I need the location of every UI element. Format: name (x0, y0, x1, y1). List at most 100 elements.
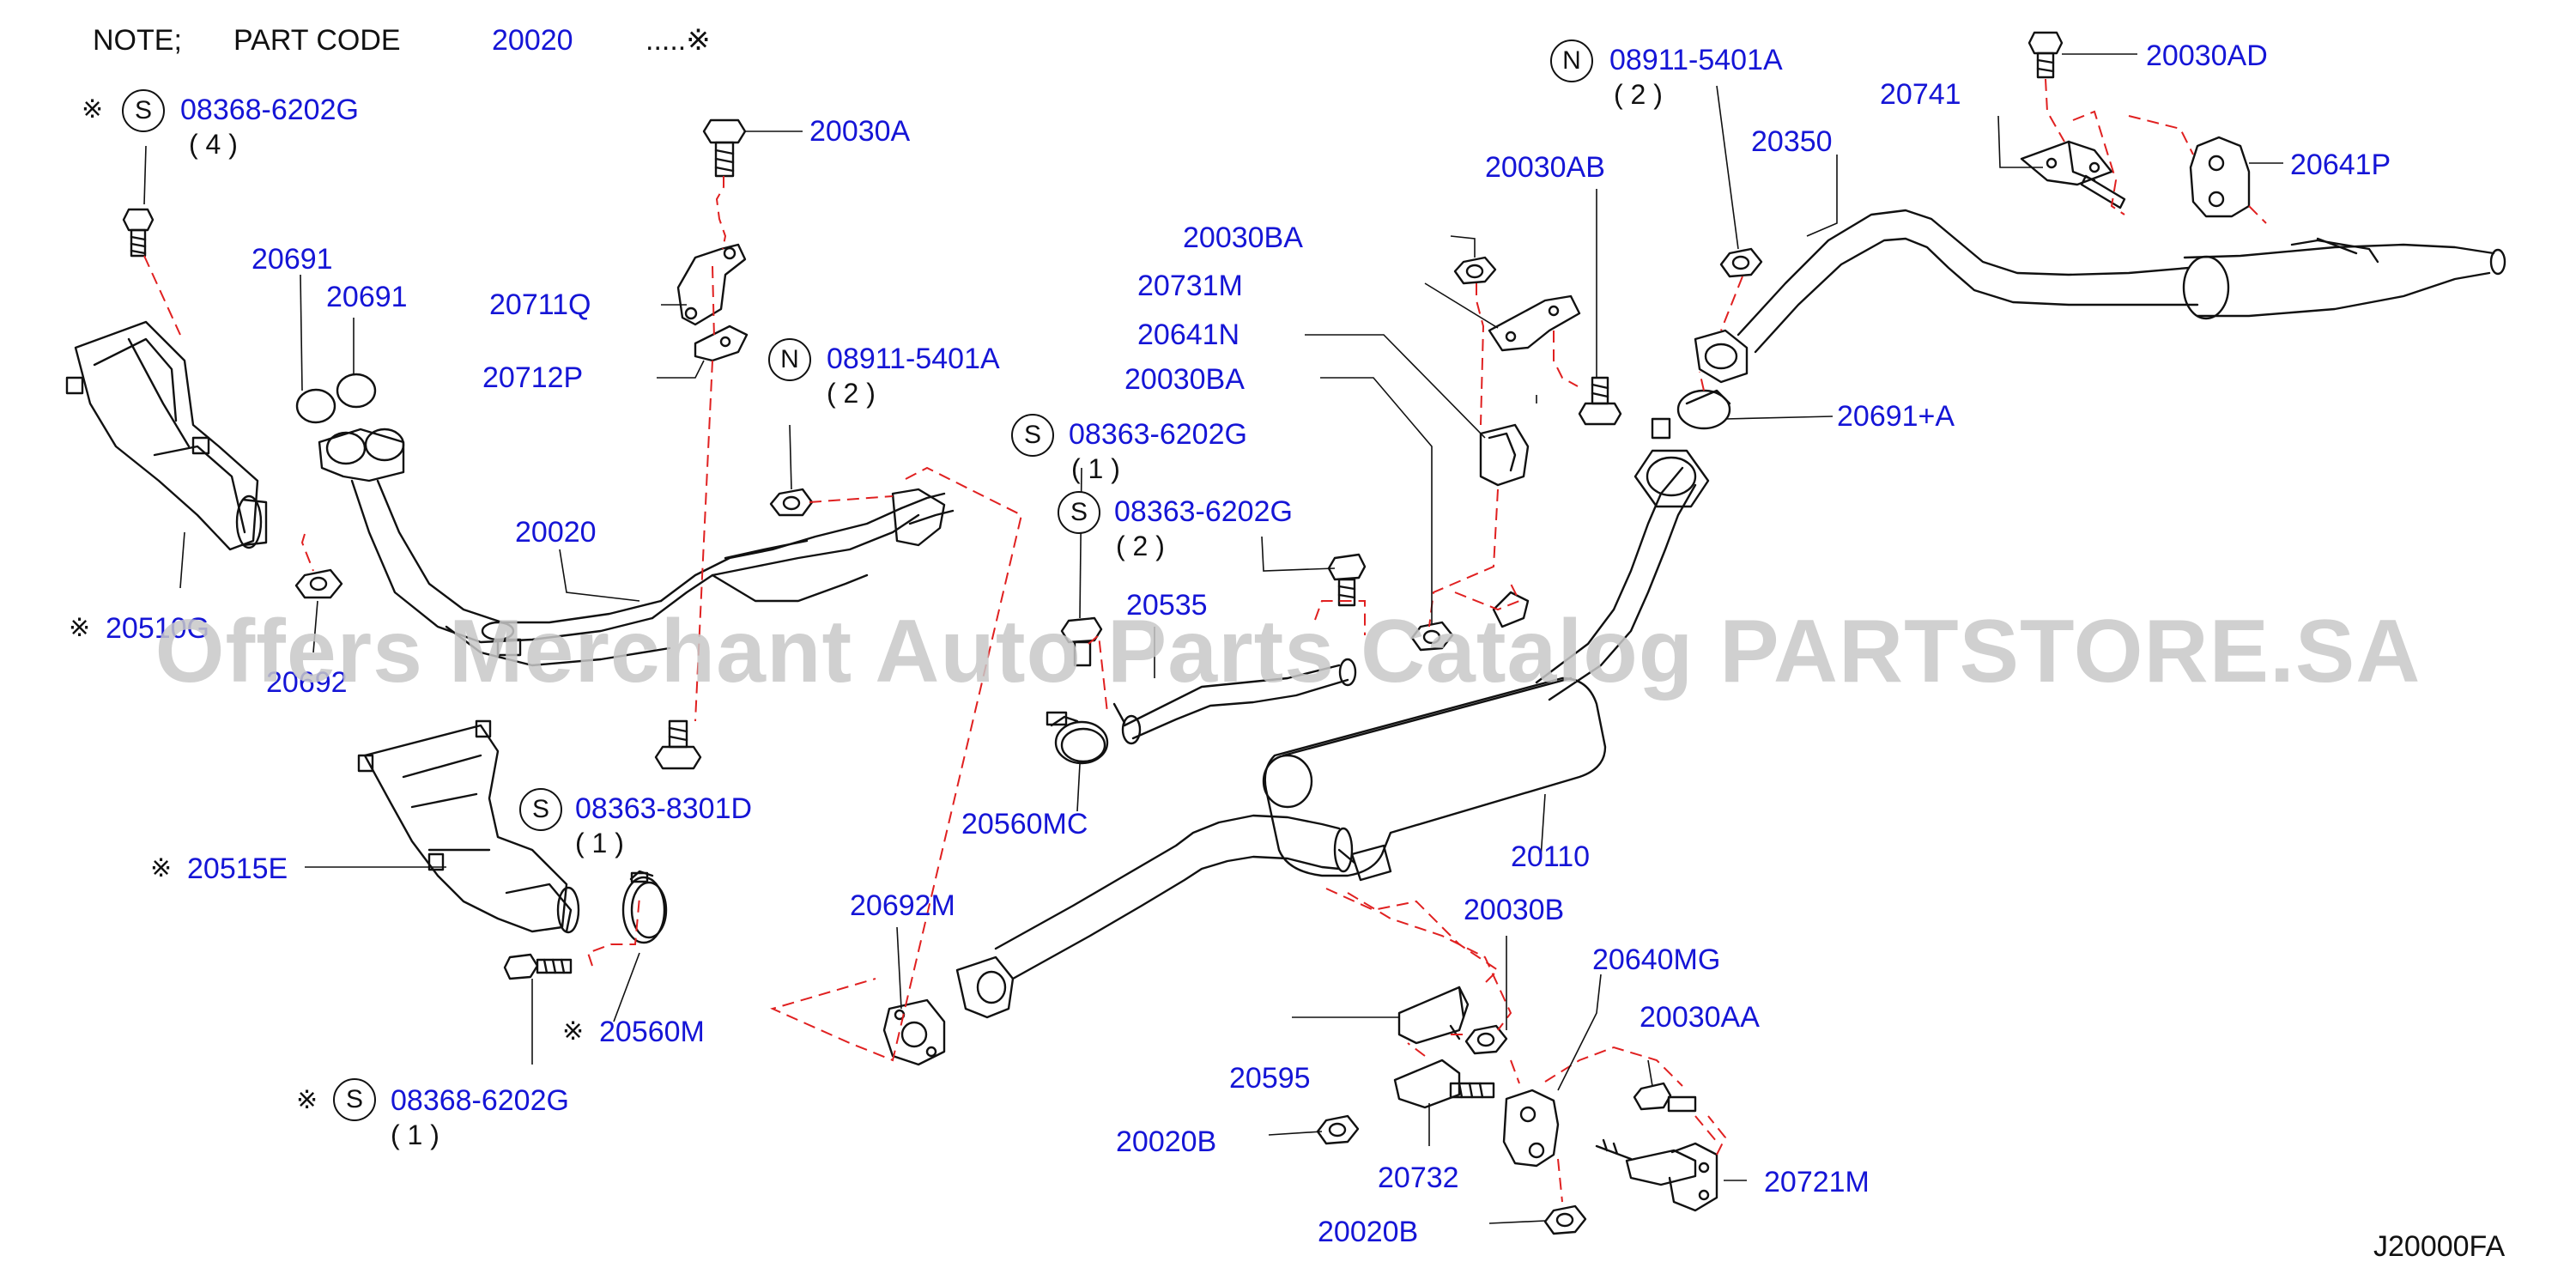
muffler-hanger-rod (1492, 591, 1530, 628)
note-part-code[interactable]: 20020 (492, 24, 573, 57)
std-part-n-icon-front: N (768, 338, 811, 381)
bracket-20741 (2020, 140, 2126, 209)
std-part-code-1[interactable]: 08368-6202G (180, 94, 359, 126)
part-label-20711Q[interactable]: 20711Q (489, 288, 591, 321)
bracket-20721M (1595, 1138, 1718, 1212)
part-label-20510G[interactable]: 20510G (106, 612, 209, 645)
marker-s5: ※ (296, 1086, 318, 1114)
part-label-20515E[interactable]: 20515E (187, 852, 288, 885)
std-part-code-4[interactable]: 08363-8301D (575, 792, 753, 825)
rear-pipe-flange (1694, 329, 1749, 384)
note-part-code-label: PART CODE (233, 24, 401, 57)
std-part-qty-n-front: ( 2 ) (827, 378, 876, 409)
nut-20030B (1464, 1024, 1508, 1055)
hanger-bracket-20711Q (676, 243, 749, 362)
part-label-20030A[interactable]: 20030A (809, 115, 911, 148)
bolt-08368-lower (503, 953, 573, 980)
part-label-20731M[interactable]: 20731M (1137, 270, 1243, 302)
front-tube-20020 (318, 428, 955, 667)
heat-shield-lower-20515E (357, 719, 580, 934)
part-label-20741[interactable]: 20741 (1880, 78, 1961, 111)
marker-s1: ※ (82, 95, 104, 124)
marker-20510G: ※ (69, 614, 91, 642)
std-part-code-2[interactable]: 08363-6202G (1069, 418, 1247, 451)
insulator-20641P (2189, 136, 2251, 218)
part-label-20020B-lower[interactable]: 20020B (1318, 1216, 1419, 1248)
std-part-s-icon-1: S (122, 89, 165, 132)
part-label-20030AB[interactable]: 20030AB (1485, 151, 1605, 184)
part-label-20595[interactable]: 20595 (1229, 1062, 1311, 1095)
marker-20560M: ※ (562, 1017, 585, 1046)
center-pipe (955, 814, 1354, 1019)
leader-lines (143, 53, 2283, 1224)
muffler-20110 (1262, 676, 1607, 882)
bolt-08368-top (122, 208, 155, 258)
part-label-20020[interactable]: 20020 (515, 516, 597, 549)
note-prefix: NOTE; (93, 24, 182, 57)
part-label-20535[interactable]: 20535 (1126, 589, 1208, 622)
part-label-20692M[interactable]: 20692M (850, 889, 955, 922)
std-part-code-n-rear[interactable]: 08911-5401A (1609, 44, 1783, 76)
part-label-20641N[interactable]: 20641N (1137, 318, 1240, 351)
intermediate-pipe (1535, 417, 1710, 701)
std-part-code-3[interactable]: 08363-6202G (1114, 495, 1293, 528)
part-label-20030BA-upper[interactable]: 20030BA (1183, 221, 1303, 254)
std-part-s-icon-3: S (1058, 491, 1100, 534)
std-part-qty-5: ( 1 ) (391, 1119, 439, 1150)
clamp-20560MC (1046, 711, 1109, 765)
heat-shield-upper (65, 320, 268, 551)
part-label-20712P[interactable]: 20712P (482, 361, 584, 394)
part-label-20350[interactable]: 20350 (1751, 125, 1833, 158)
part-label-20691-a[interactable]: 20691 (252, 243, 333, 276)
assembly-lines (143, 78, 2267, 1203)
bolt-08363-6202G-b (1327, 553, 1367, 607)
bolt-20030A (702, 118, 747, 178)
bolt-20030AA (1633, 1082, 1697, 1113)
gasket-20691-a (295, 388, 336, 424)
std-part-qty-2: ( 1 ) (1071, 453, 1120, 484)
gasket-20691-b (336, 373, 377, 409)
std-part-s-icon-4: S (519, 788, 562, 831)
part-label-20691-b[interactable]: 20691 (326, 281, 408, 313)
bolt-20030AB (1578, 376, 1622, 426)
clamp-20560M (621, 870, 668, 944)
tail-pipe-20350 (1737, 209, 2506, 354)
part-label-20692[interactable]: 20692 (266, 666, 348, 699)
nut-20030BA-top (1453, 256, 1497, 285)
nut-08911-rear (1719, 247, 1763, 278)
nut-08911-front (769, 488, 814, 517)
part-label-20030BA-lower[interactable]: 20030BA (1124, 363, 1245, 396)
part-label-20641P[interactable]: 20641P (2290, 149, 2391, 181)
part-label-20721M[interactable]: 20721M (1764, 1166, 1870, 1198)
std-part-code-n-front[interactable]: 08911-5401A (827, 343, 1000, 375)
part-label-20640MG[interactable]: 20640MG (1592, 943, 1721, 976)
insulator-20640MG (1502, 1089, 1560, 1168)
std-part-s-icon-5: S (333, 1078, 376, 1121)
part-label-20020B-upper[interactable]: 20020B (1116, 1125, 1217, 1158)
bracket-20732 (1393, 1059, 1495, 1109)
part-label-20560MC[interactable]: 20560MC (961, 808, 1088, 840)
std-part-s-icon-2: S (1011, 414, 1054, 457)
bolt-08363-8301D (654, 719, 702, 770)
diagram-code: J20000FA (2373, 1230, 2506, 1263)
nut-20020B-lower (1543, 1204, 1587, 1235)
std-part-qty-n-rear: ( 2 ) (1614, 79, 1663, 110)
insulator-20641N (1479, 423, 1530, 487)
part-label-20030AA[interactable]: 20030AA (1640, 1001, 1760, 1034)
std-part-code-5[interactable]: 08368-6202G (391, 1084, 569, 1117)
part-label-20030B[interactable]: 20030B (1464, 894, 1565, 926)
bracket-20595 (1397, 986, 1470, 1045)
bolt-20030AD (2027, 31, 2064, 79)
watermark: Offers Merchant Auto Parts Catalog PARTS… (155, 602, 2421, 701)
part-label-20691-A[interactable]: 20691+A (1837, 400, 1955, 433)
part-label-20560M[interactable]: 20560M (599, 1016, 705, 1048)
note-suffix: .....※ (646, 24, 711, 57)
std-part-qty-4: ( 1 ) (575, 828, 624, 858)
part-label-20110[interactable]: 20110 (1511, 840, 1591, 873)
part-label-20732[interactable]: 20732 (1378, 1162, 1459, 1194)
bolt-08363-6202G-a (1060, 616, 1103, 667)
part-label-20030AD[interactable]: 20030AD (2146, 39, 2268, 72)
std-part-qty-3: ( 2 ) (1116, 531, 1165, 561)
gasket-20691-A-edge (1685, 389, 1731, 405)
